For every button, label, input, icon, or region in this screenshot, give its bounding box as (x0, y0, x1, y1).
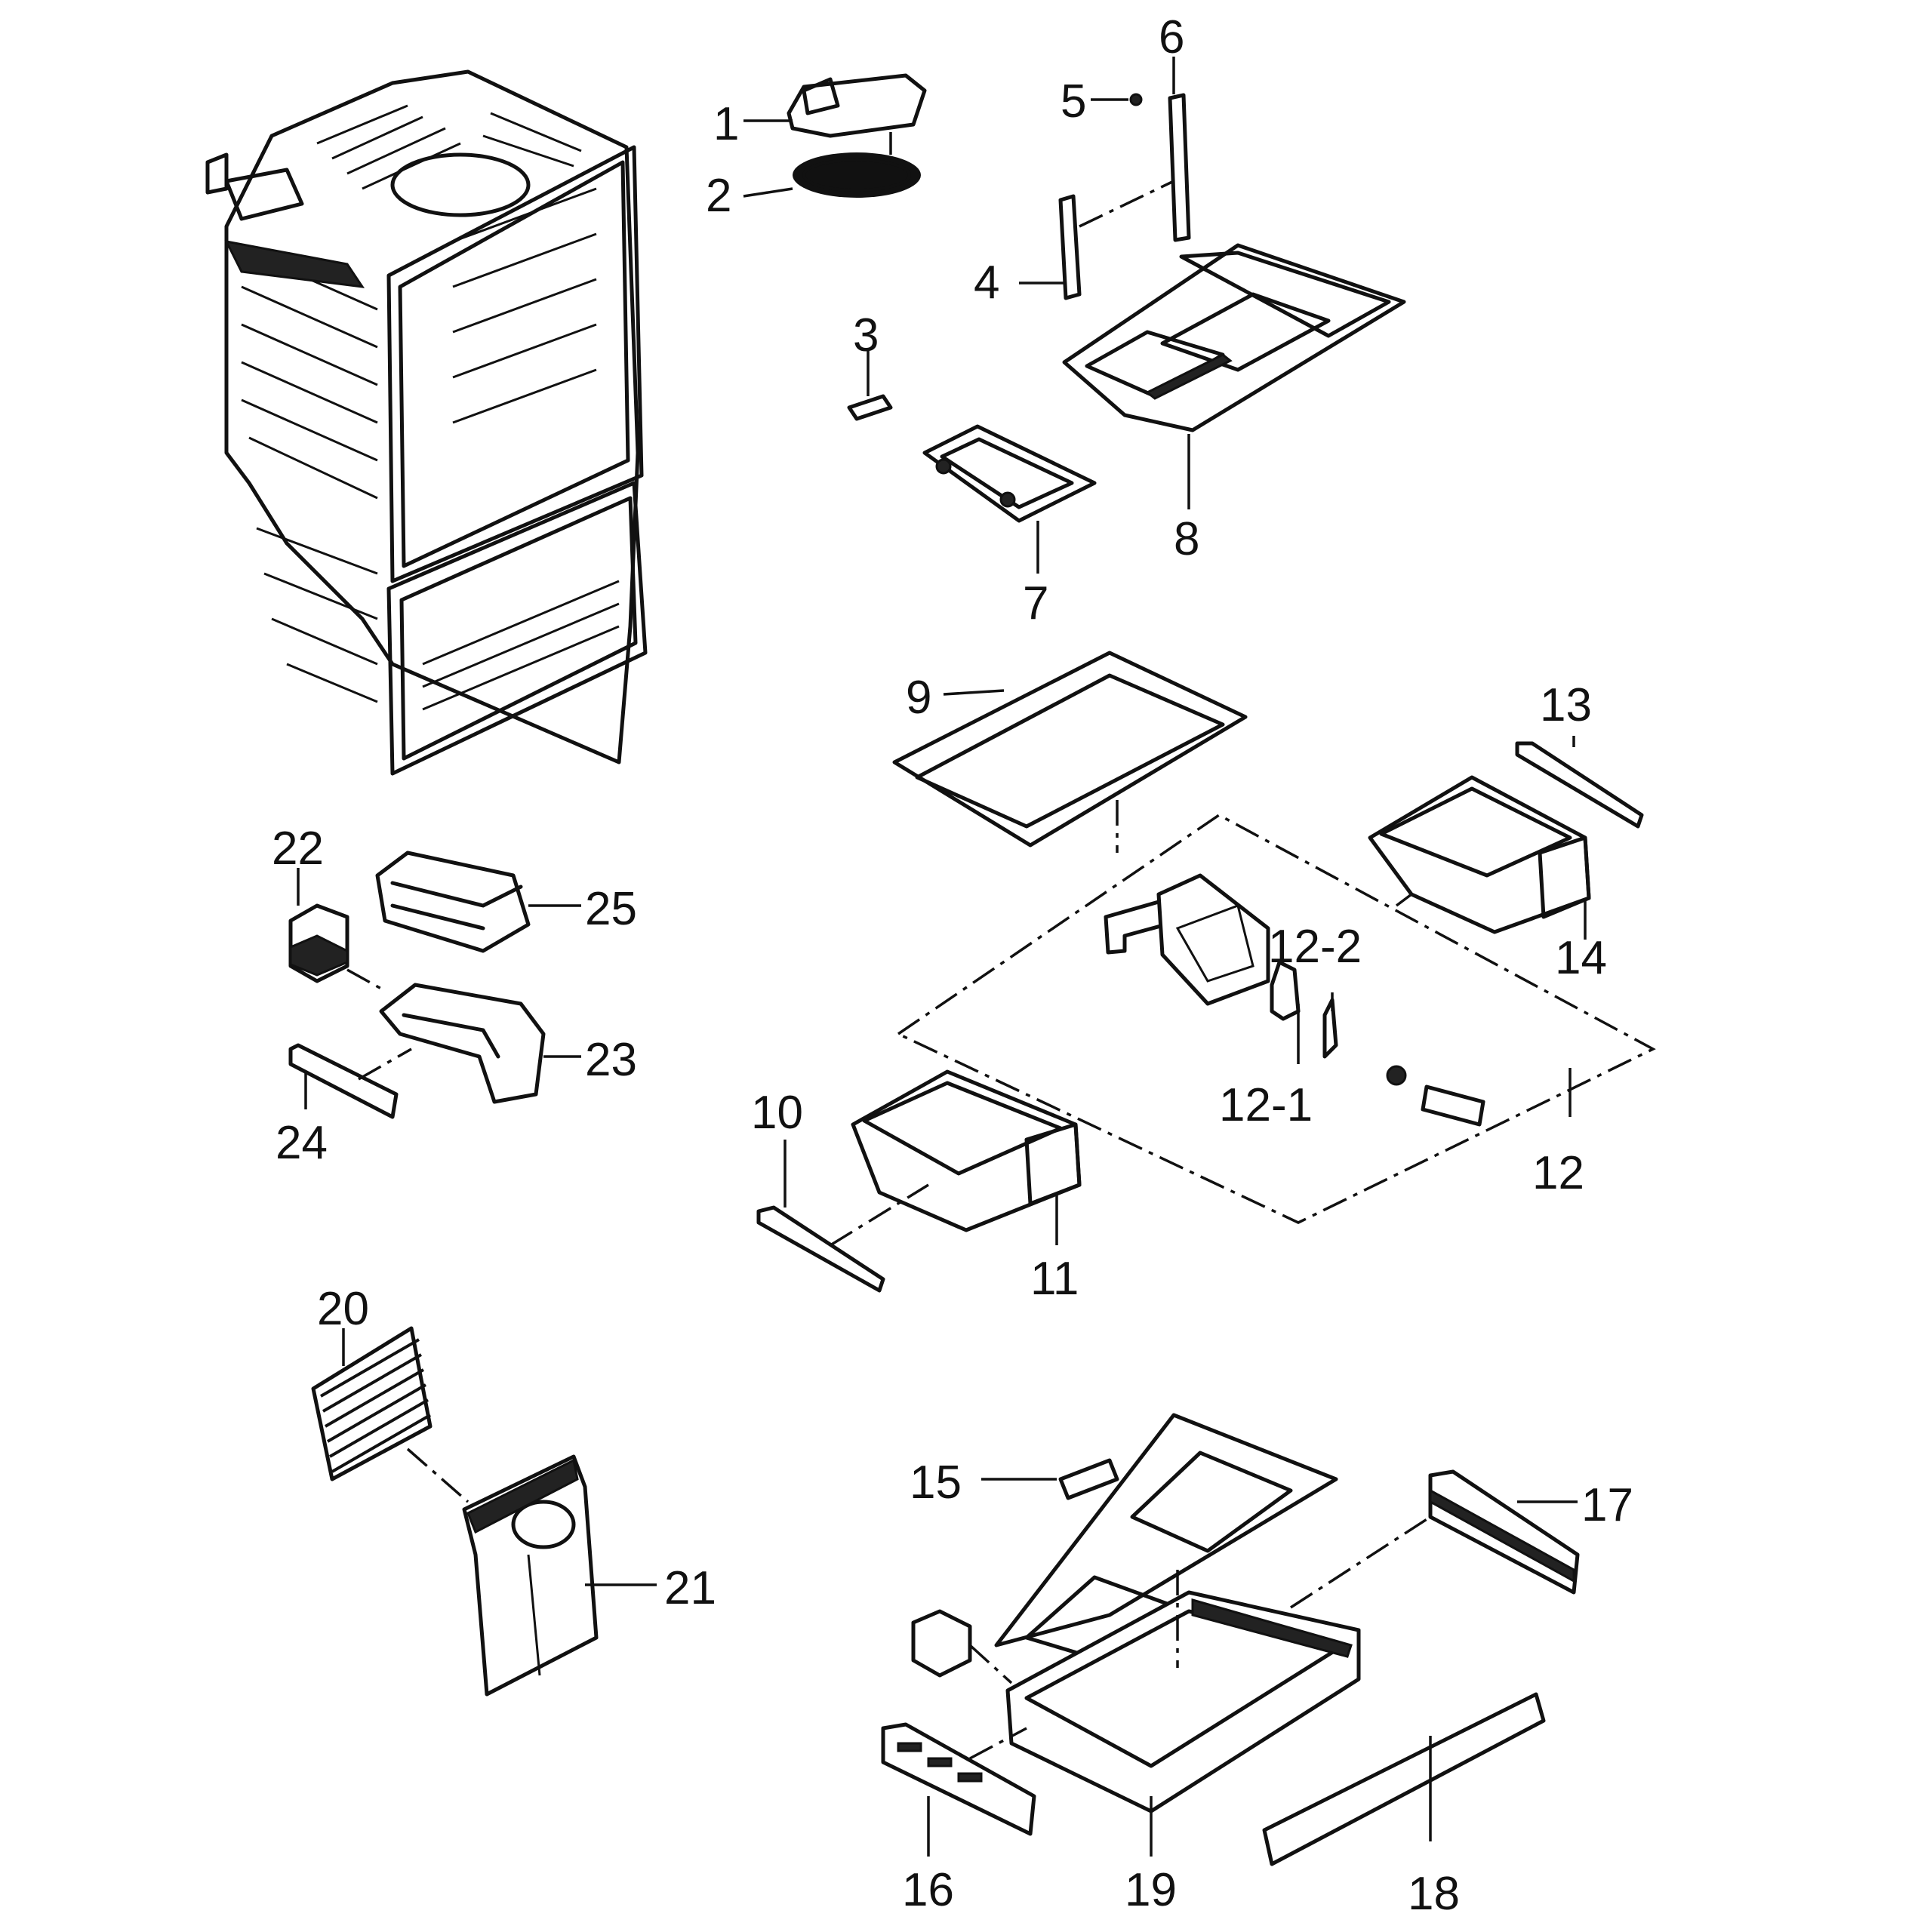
part-5-screw (1129, 93, 1143, 106)
part-9-shelf (892, 651, 1248, 848)
label-4: 4 (974, 257, 999, 309)
part-10-rail (756, 1205, 885, 1293)
leaders-15-19 (1150, 1515, 1431, 1857)
refrigerator-cabinet (205, 69, 648, 776)
part-16-rail (881, 1722, 1036, 1857)
label-21: 21 (664, 1562, 716, 1614)
part-25-ice-maker (375, 851, 531, 953)
label-25: 25 (585, 883, 637, 935)
part-20-evaporator (311, 1326, 433, 1481)
part-12-assembly-frame (895, 800, 1656, 1224)
part-19-motor (911, 1609, 1013, 1684)
part-11-drawer (851, 1069, 1082, 1232)
leaders-22-25 (297, 868, 581, 1109)
label-8: 8 (1174, 513, 1199, 565)
label-24: 24 (276, 1117, 328, 1169)
label-7: 7 (1023, 577, 1048, 629)
part-14-drawer (1368, 775, 1591, 934)
part-24-bracket (288, 1043, 399, 1119)
leaders-9-14 (783, 689, 1587, 1247)
label-2: 2 (706, 170, 731, 222)
label-20: 20 (317, 1283, 369, 1335)
label-17: 17 (1581, 1479, 1633, 1531)
part-17-rail (1428, 1469, 1580, 1595)
label-19: 19 (1125, 1864, 1177, 1916)
part-2-filter (793, 132, 921, 198)
label-1: 1 (713, 98, 739, 150)
part-8-shelf (1062, 243, 1406, 432)
part-21-cover (406, 1447, 657, 1697)
label-12-1: 12-1 (1219, 1079, 1313, 1131)
label-10: 10 (751, 1087, 803, 1139)
part-7-shelf (922, 424, 1097, 523)
label-22: 22 (272, 823, 324, 875)
label-12: 12 (1532, 1147, 1584, 1199)
label-13: 13 (1540, 679, 1592, 731)
part-18-front-panel (1262, 1692, 1546, 1866)
callout-labels: 1 2 3 4 5 6 7 8 9 10 11 12 12-1 12-2 13 … (272, 11, 1633, 1920)
label-9: 9 (906, 672, 931, 724)
part-12-components (1104, 873, 1485, 1127)
part-23-ice-bucket (379, 983, 546, 1104)
part-6-rail (1168, 93, 1191, 242)
label-16: 16 (902, 1864, 954, 1916)
label-14: 14 (1555, 932, 1607, 984)
label-5: 5 (1061, 75, 1086, 128)
part-3-clip (847, 394, 893, 421)
label-15: 15 (910, 1457, 962, 1509)
part-19-freezer-basket (1005, 1590, 1361, 1814)
label-6: 6 (1159, 11, 1184, 63)
part-4-rail (1058, 194, 1082, 300)
label-11: 11 (1030, 1253, 1079, 1305)
leaders-1-8 (743, 57, 1190, 574)
label-23: 23 (585, 1034, 637, 1086)
part-13-rail (1515, 741, 1644, 829)
part-22-motor (288, 903, 349, 983)
label-12-2: 12-2 (1268, 921, 1362, 973)
label-3: 3 (853, 309, 879, 361)
label-18: 18 (1408, 1868, 1460, 1920)
part-1-cover (787, 73, 927, 138)
